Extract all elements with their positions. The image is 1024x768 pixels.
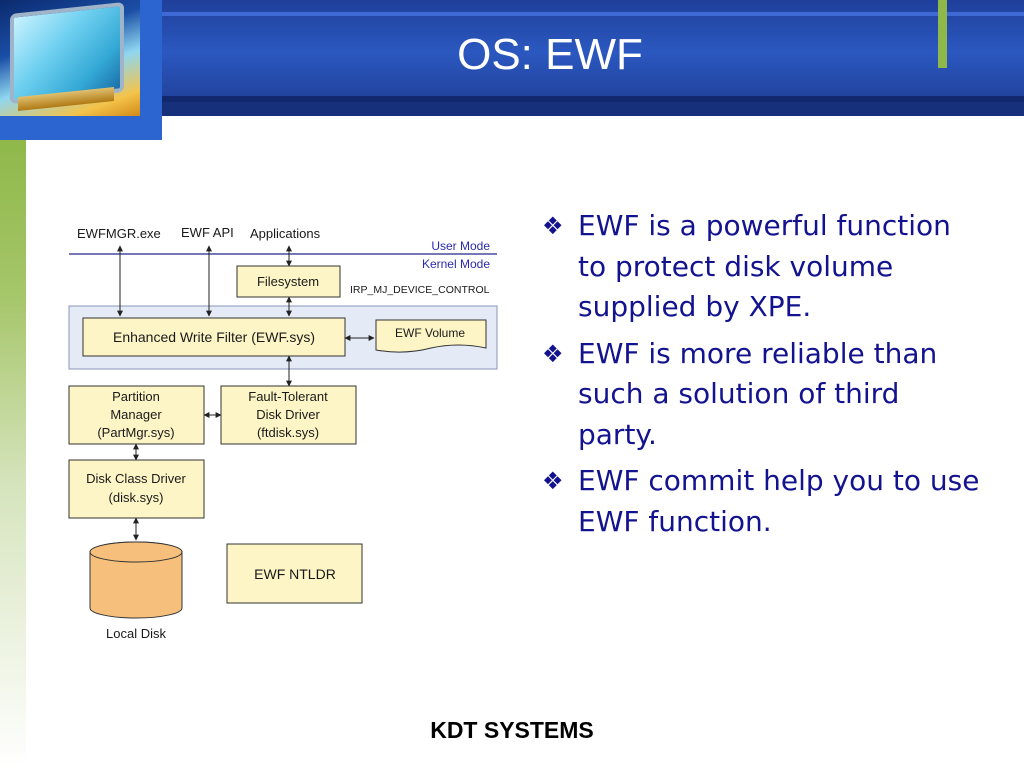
bullet-text: EWF commit help you to use EWF function. [578, 464, 980, 538]
ftdisk-line2: Disk Driver [256, 407, 320, 422]
ewf-sys-label: Enhanced Write Filter (EWF.sys) [113, 329, 315, 345]
slide-title: OS: EWF [457, 30, 643, 79]
footer-company: KDT SYSTEMS [430, 717, 594, 743]
partmgr-box [68, 385, 205, 445]
banner-highlight-line [162, 12, 1024, 16]
irp-label: IRP_MJ_DEVICE_CONTROL [350, 284, 490, 296]
banner-shadow-line [162, 96, 1024, 102]
partmgr-line2: Manager [110, 407, 162, 422]
user-mode-label: User Mode [431, 239, 490, 253]
diamond-bullet-icon: ❖ [542, 212, 564, 240]
filesystem-box [236, 265, 341, 298]
bullet-item: ❖ EWF is more reliable than such a solut… [540, 334, 980, 456]
title-banner [0, 0, 1024, 116]
local-disk-label: Local Disk [106, 626, 166, 641]
bullet-text: EWF is more reliable than such a solutio… [578, 336, 938, 451]
ftdisk-line1: Fault-Tolerant [248, 389, 328, 404]
ewfmgr-label: EWFMGR.exe [77, 226, 161, 241]
diamond-bullet-icon: ❖ [542, 467, 564, 495]
diskclass-line1: Disk Class Driver [86, 471, 186, 486]
kernel-mode-label: Kernel Mode [422, 257, 490, 271]
bullet-item: ❖ EWF is a powerful function to protect … [540, 206, 980, 328]
bullet-text: EWF is a powerful function to protect di… [578, 209, 951, 323]
diskclass-line2: (disk.sys) [109, 490, 164, 505]
ewf-volume-label: EWF Volume [395, 326, 465, 340]
applications-label: Applications [250, 226, 321, 241]
ewf-api-label: EWF API [181, 225, 234, 240]
ewf-volume-shape [375, 319, 487, 353]
ftdisk-box [220, 385, 357, 445]
local-disk-top [89, 541, 183, 563]
left-gradient-bar [0, 140, 26, 768]
partmgr-line1: Partition [112, 389, 160, 404]
diskclass-box [68, 459, 205, 519]
ewf-ntldr-label: EWF NTLDR [254, 566, 336, 582]
bullet-list: ❖ EWF is a powerful function to protect … [540, 206, 980, 548]
green-accent-bar [938, 0, 947, 68]
ftdisk-line3: (ftdisk.sys) [257, 425, 319, 440]
partmgr-line3: (PartMgr.sys) [97, 425, 174, 440]
bullet-item: ❖ EWF commit help you to use EWF functio… [540, 461, 980, 542]
diamond-bullet-icon: ❖ [542, 339, 564, 368]
filesystem-label: Filesystem [257, 274, 319, 289]
ewf-ntldr-box [226, 543, 363, 604]
ewf-sys-box [82, 317, 346, 357]
banner-bottom-bar [162, 102, 1024, 116]
computer-monitor-icon [0, 0, 140, 116]
ewf-architecture-diagram: EWFMGR.exe EWF API Applications User Mod… [68, 225, 498, 641]
